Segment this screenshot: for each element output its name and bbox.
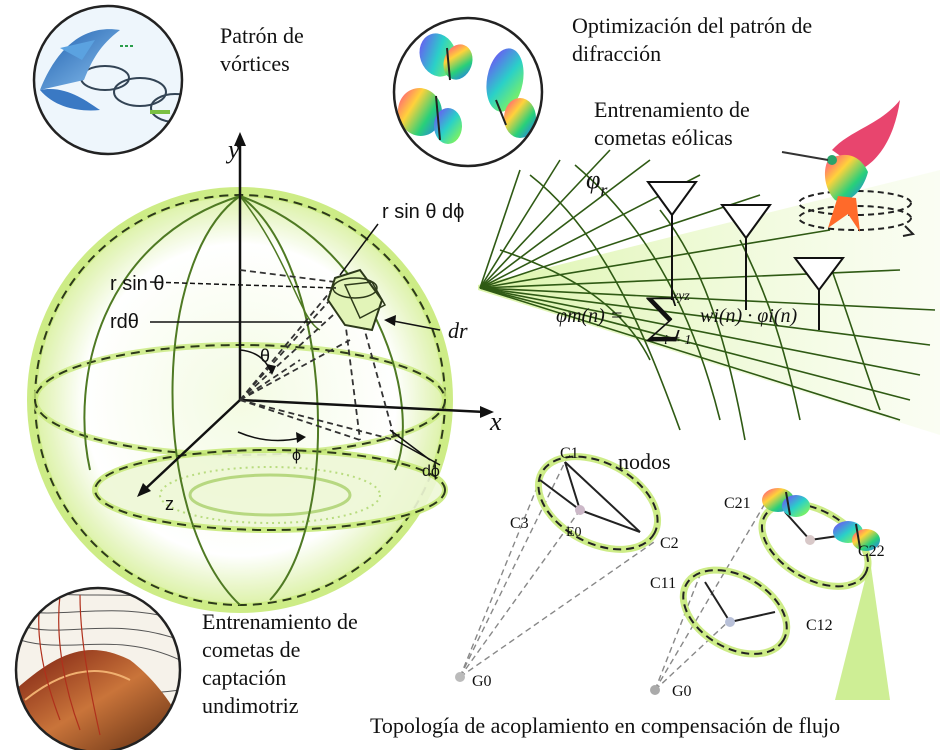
label-c12: C12: [806, 617, 833, 634]
topology-diagram: C1 C2 C3 E0 G0 C21 C22 C11 C12 G0: [455, 438, 890, 700]
caption-diffraction-line-1: Optimización del patrón de: [572, 12, 812, 40]
node-e0: [575, 505, 585, 515]
rdtheta-label: rdθ: [110, 311, 139, 333]
caption-vortex-line-2: vórtices: [220, 50, 304, 78]
caption-wind-kites-line-2: cometas eólicas: [594, 124, 750, 152]
phi-r-label: φr: [586, 165, 608, 200]
beamforming-diagram: φr φm(n) = ∑ xyz i = 1 wi(n) · φi(n): [478, 150, 940, 440]
theta-label: θ: [260, 346, 270, 366]
label-c1: C1: [560, 445, 579, 462]
caption-wave-kites-line-2: cometas de: [202, 636, 358, 664]
caption-wave-kites: Entrenamiento de cometas de captación un…: [202, 608, 358, 720]
formula-rhs: wi(n) · φi(n): [700, 305, 797, 327]
caption-wave-kites-line-1: Entrenamiento de: [202, 608, 358, 636]
beam-glow: [478, 170, 940, 435]
node-c11-center: [725, 617, 735, 627]
label-c11: C11: [650, 575, 676, 592]
caption-nodes: nodos: [618, 448, 671, 476]
caption-topology: Topología de acoplamiento en compensació…: [370, 712, 840, 740]
node-c21-center: [805, 535, 815, 545]
dphi-label: dϕ: [422, 463, 440, 480]
caption-wind-kites: Entrenamiento de cometas eólicas: [594, 96, 750, 152]
node-g0-right: [650, 685, 660, 695]
vortex-inset: [34, 6, 199, 154]
sphere-diagram: y x z r sin θ dϕ r sin θ rdθ θ dr ϕ dϕ: [32, 132, 502, 608]
formula-lhs: φm(n) =: [556, 305, 623, 327]
rsin-label: r sin θ: [110, 273, 164, 295]
caption-diffraction: Optimización del patrón de difracción: [572, 12, 812, 68]
butterflies-inset: [394, 18, 542, 166]
caption-wave-kites-line-3: captación: [202, 664, 358, 692]
label-c22: C22: [858, 543, 885, 560]
wave-inset: [15, 588, 180, 750]
formula-sum-top: xyz: [671, 289, 690, 304]
caption-diffraction-line-2: difracción: [572, 40, 812, 68]
node-g0-left: [455, 672, 465, 682]
label-c3: C3: [510, 515, 529, 532]
formula-sum-bottom: i = 1: [664, 333, 691, 348]
label-c2: C2: [660, 535, 679, 552]
label-g0-right: G0: [672, 683, 692, 700]
y-axis-label: y: [225, 135, 240, 164]
rsin-dphi-label: r sin θ dϕ: [382, 201, 464, 223]
caption-wind-kites-line-1: Entrenamiento de: [594, 96, 750, 124]
label-e0: E0: [566, 525, 582, 540]
caption-vortex-line-1: Patrón de: [220, 22, 304, 50]
dr-label: dr: [448, 318, 468, 343]
caption-vortex-pattern: Patrón de vórtices: [220, 22, 304, 78]
z-axis-label: z: [165, 494, 174, 514]
caption-wave-kites-line-4: undimotriz: [202, 692, 358, 720]
phi-label: ϕ: [292, 447, 301, 464]
label-c21: C21: [724, 495, 751, 512]
label-g0-left: G0: [472, 673, 492, 690]
x-axis-label: x: [489, 407, 502, 436]
